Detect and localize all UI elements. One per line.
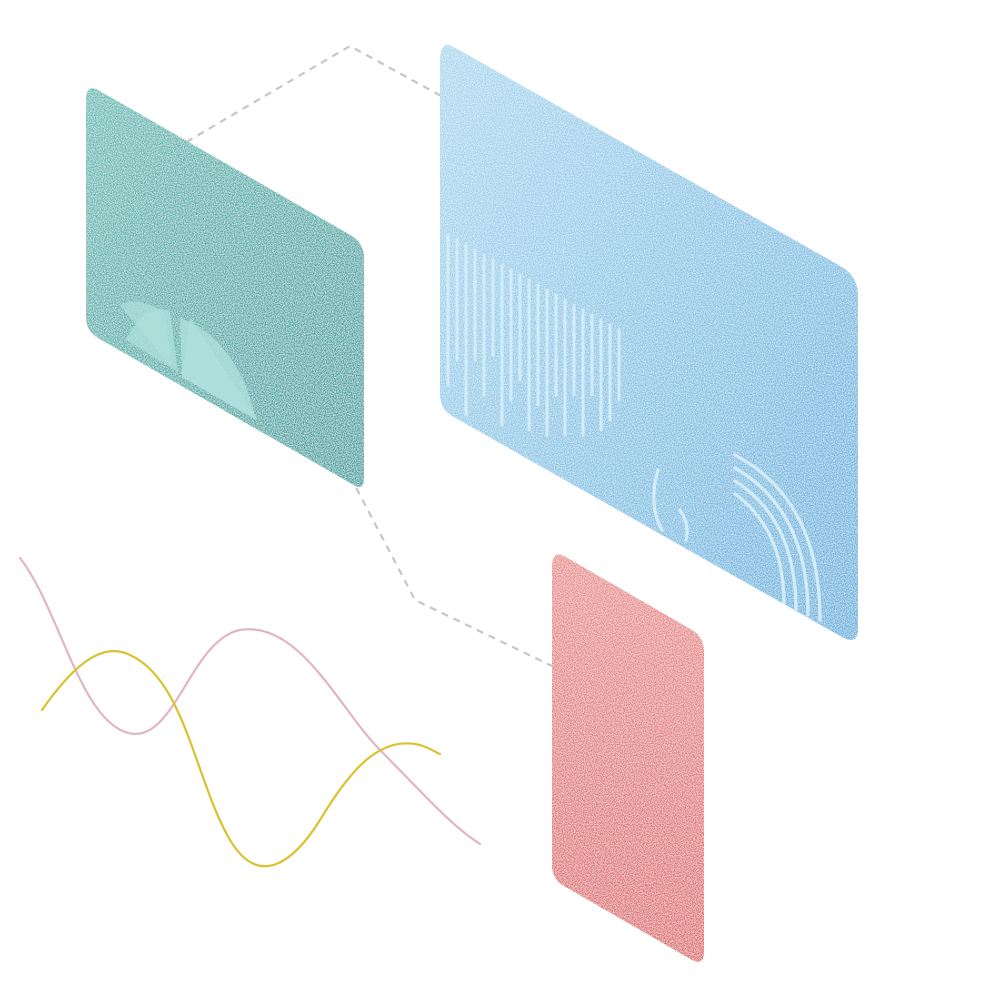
yellow-wave-line <box>40 649 442 868</box>
arc-line <box>678 508 689 542</box>
arc-line <box>733 492 786 606</box>
pie-slice-tiny <box>120 301 172 368</box>
teal-panel-card <box>86 88 364 487</box>
red-panel <box>552 554 704 962</box>
pie-slice-arc <box>180 318 256 420</box>
arc-graphic <box>652 453 822 622</box>
bar-chart-graphic <box>446 233 621 437</box>
arc-line <box>733 453 822 622</box>
teal-panel <box>86 88 364 487</box>
dashed-connector-lines <box>107 44 553 667</box>
arc-line <box>733 466 810 617</box>
arc-line <box>652 468 664 532</box>
pie-chart-graphic <box>120 301 258 420</box>
blue-panel-card <box>440 44 858 640</box>
blue-panel <box>440 44 858 640</box>
pink-wave-line <box>18 556 482 846</box>
arc-line <box>733 479 798 612</box>
connector-teal-to-blue <box>107 44 546 189</box>
connector-teal-to-red <box>307 395 553 667</box>
wave-curves <box>18 556 482 868</box>
red-panel-card <box>552 554 704 962</box>
